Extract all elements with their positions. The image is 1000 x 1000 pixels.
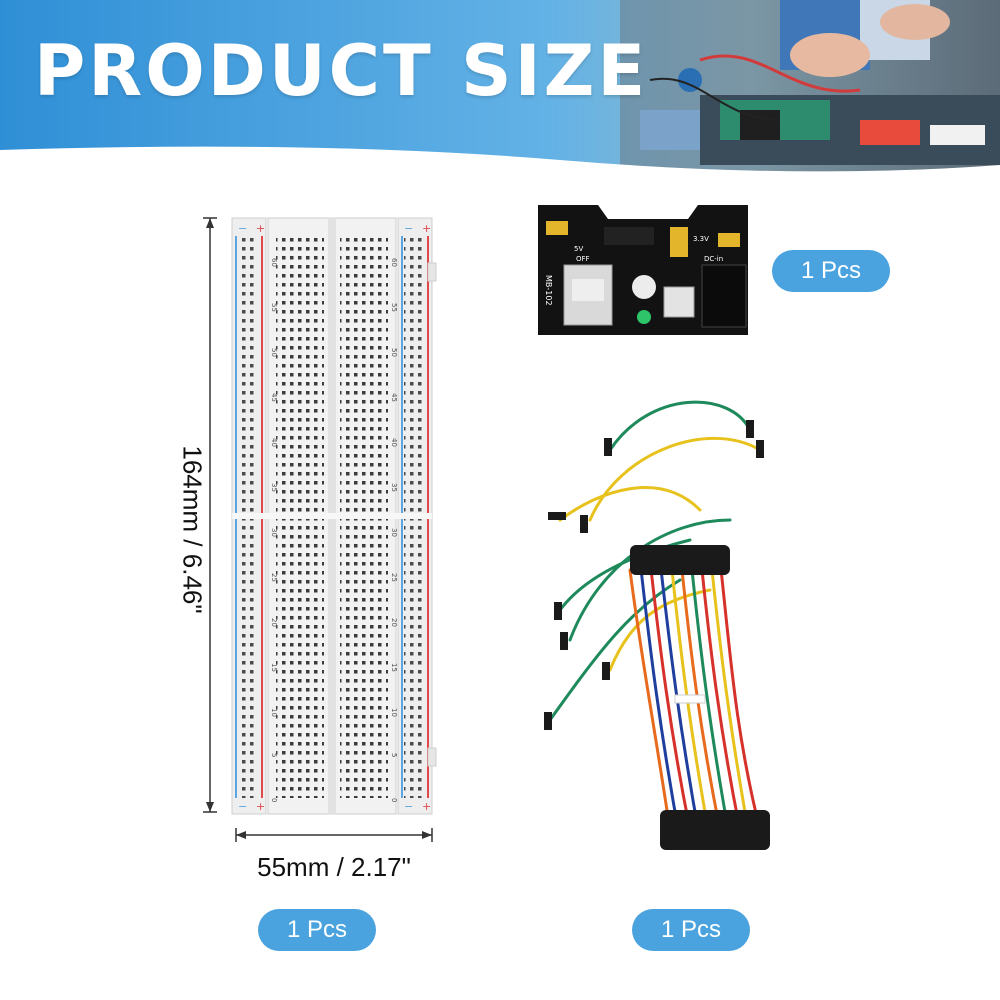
module-label: MB-102 [544, 275, 553, 306]
breadboard-row-number: 20 [390, 618, 398, 627]
breadboard-row-number: 30 [390, 528, 398, 537]
breadboard-row-number: 60 [390, 258, 398, 267]
power-supply-module-illustration: MB-102 5V 3.3V OFF DC-in [538, 205, 748, 335]
breadboard-row-number: 25 [390, 573, 398, 582]
width-dimension-line [235, 828, 433, 842]
breadboard-quantity-badge: 1 Pcs [258, 909, 376, 951]
module-marking-5v: 5V [574, 245, 583, 253]
height-dimension-label: 164mm / 6.46" [177, 445, 208, 614]
width-dimension-label: 55mm / 2.17" [257, 852, 411, 882]
breadboard-row-number: 45 [270, 393, 278, 402]
breadboard-row-number: 50 [390, 348, 398, 357]
breadboard-row-number: 35 [270, 483, 278, 492]
breadboard-row-number: 40 [390, 438, 398, 447]
breadboard-row-number: 60 [270, 258, 278, 267]
breadboard-row-number: 50 [270, 348, 278, 357]
page-title: PRODUCT SIZE [34, 30, 649, 112]
breadboard-row-number: 55 [390, 303, 398, 312]
breadboard-row-number: 20 [270, 618, 278, 627]
breadboard-row-number: 5 [270, 753, 278, 757]
breadboard-row-number: 55 [270, 303, 278, 312]
svg-text:−: − [404, 222, 413, 235]
breadboard-row-number: 35 [390, 483, 398, 492]
breadboard-row-number: 0 [270, 798, 278, 802]
jumper-wires-quantity-badge: 1 Pcs [632, 909, 750, 951]
breadboard-row-number: 5 [390, 753, 398, 757]
svg-text:+: + [256, 222, 265, 235]
jumper-wires-illustration [544, 400, 770, 850]
module-marking-dc-in: DC-in [704, 255, 723, 263]
header-banner: PRODUCT SIZE [0, 0, 1000, 190]
svg-text:−: − [404, 800, 413, 813]
breadboard-row-number: 45 [390, 393, 398, 402]
svg-text:−: − [238, 800, 247, 813]
power-module-quantity-badge: 1 Pcs [772, 250, 890, 292]
electronics-workbench-photo [620, 0, 1000, 190]
breadboard-illustration: − + − + − + − + 605550454035302520151050… [231, 217, 437, 815]
breadboard-row-number: 40 [270, 438, 278, 447]
svg-text:−: − [238, 222, 247, 235]
breadboard-row-number: 10 [390, 708, 398, 717]
banner-background [0, 0, 1000, 190]
svg-text:+: + [422, 800, 431, 813]
module-marking-3v3: 3.3V [693, 235, 709, 243]
breadboard-row-number: 15 [390, 663, 398, 672]
breadboard-row-number: 30 [270, 528, 278, 537]
breadboard-row-number: 25 [270, 573, 278, 582]
svg-text:+: + [422, 222, 431, 235]
breadboard-row-number: 0 [390, 798, 398, 802]
module-marking-off: OFF [576, 255, 590, 263]
breadboard-row-number: 15 [270, 663, 278, 672]
svg-text:+: + [256, 800, 265, 813]
height-dimension-line [203, 217, 217, 813]
breadboard-row-number: 10 [270, 708, 278, 717]
